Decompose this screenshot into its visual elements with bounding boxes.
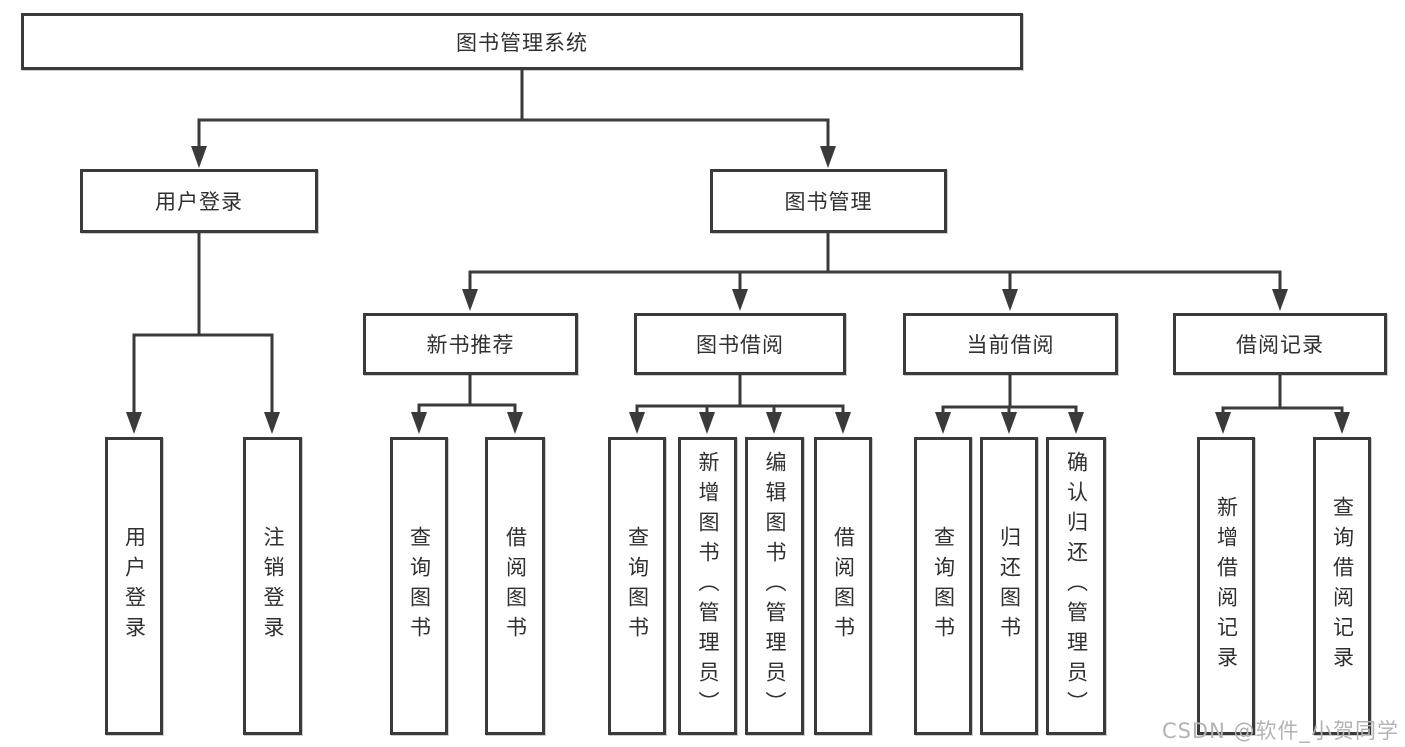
leaf-br-add-record: 新增借阅记录 bbox=[1197, 437, 1255, 735]
leaf-logout: 注销登录 bbox=[243, 437, 302, 735]
leaf-cb-query-books: 查询图书 bbox=[914, 437, 972, 735]
leaf-nb-borrow-books: 借阅图书 bbox=[485, 437, 545, 735]
leaf-user-login: 用户登录 bbox=[105, 437, 163, 735]
leaf-bb-edit-books-admin: 编辑图书（管理员） bbox=[745, 437, 804, 735]
leaf-bb-borrow-books: 借阅图书 bbox=[814, 437, 872, 735]
node-library-management-system: 图书管理系统 bbox=[21, 13, 1023, 70]
node-new-book-recommend: 新书推荐 bbox=[363, 313, 578, 375]
node-book-management: 图书管理 bbox=[710, 169, 947, 233]
node-user-login: 用户登录 bbox=[80, 169, 318, 233]
node-borrowing-records: 借阅记录 bbox=[1173, 313, 1387, 375]
arrowheads bbox=[126, 146, 1350, 434]
leaf-nb-query-books: 查询图书 bbox=[390, 437, 448, 735]
leaf-bb-add-books-admin: 新增图书（管理员） bbox=[678, 437, 737, 735]
csdn-watermark: CSDN @软件_小贺同学 bbox=[1161, 719, 1399, 743]
leaf-cb-confirm-return-admin: 确认归还（管理员） bbox=[1046, 437, 1106, 735]
leaf-br-query-record: 查询借阅记录 bbox=[1313, 437, 1371, 735]
leaf-bb-query-books: 查询图书 bbox=[608, 437, 666, 735]
leaf-cb-return-books: 归还图书 bbox=[980, 437, 1038, 735]
node-current-borrowing: 当前借阅 bbox=[903, 313, 1118, 375]
node-book-borrowing: 图书借阅 bbox=[634, 313, 846, 375]
